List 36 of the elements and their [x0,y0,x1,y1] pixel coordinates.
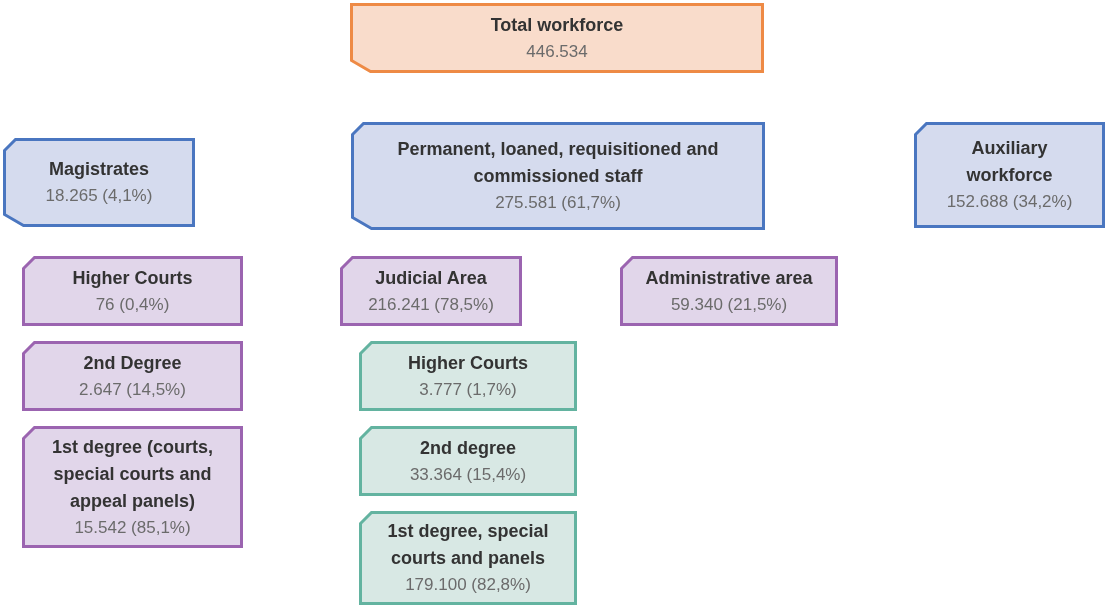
category-box [3,138,195,227]
box-heading: Judicial Area [375,266,487,290]
box-heading: Administrative area [645,266,813,290]
box-value: 76 (0,4%) [95,293,170,316]
box-value: 33.364 (15,4%) [409,463,527,486]
box-value: 152.688 (34,2%) [946,191,1073,213]
box-value: 179.100 (82,8%) [405,574,531,596]
box-heading: 2nd degree [420,436,516,460]
category-box [22,426,243,548]
box-value: 59.340 (21,5%) [670,293,788,316]
box-value: 3.777 (1,7%) [419,378,517,401]
box-heading: Permanent, loaned, requisitioned and commissioned staff [396,138,720,188]
category-box [340,256,522,326]
box-heading: Auxiliary workforce [965,137,1054,187]
box-heading: 2nd Degree [83,351,182,375]
category-box [351,122,765,230]
category-box [620,256,838,326]
box-heading: 1st degree, special courts and panels [386,520,550,570]
category-box [914,122,1105,228]
category-box [359,341,577,411]
box-heading: Total workforce [490,13,624,37]
box-value: 216.241 (78,5%) [368,293,494,316]
category-box [359,426,577,496]
box-heading: Magistrates [48,158,149,181]
category-box [22,341,243,411]
box-value: 15.542 (85,1%) [74,516,191,539]
box-heading: Higher Courts [72,266,193,290]
category-box [350,3,764,73]
box-value: 446.534 [526,40,588,63]
box-value: 18.265 (4,1%) [45,185,153,207]
box-value: 2.647 (14,5%) [79,378,186,401]
box-heading: Higher Courts [408,351,528,375]
box-heading: 1st degree (courts, special courts and appeal panels) [50,435,215,513]
category-box [359,511,577,605]
category-box [22,256,243,326]
box-value: 275.581 (61,7%) [495,192,621,214]
